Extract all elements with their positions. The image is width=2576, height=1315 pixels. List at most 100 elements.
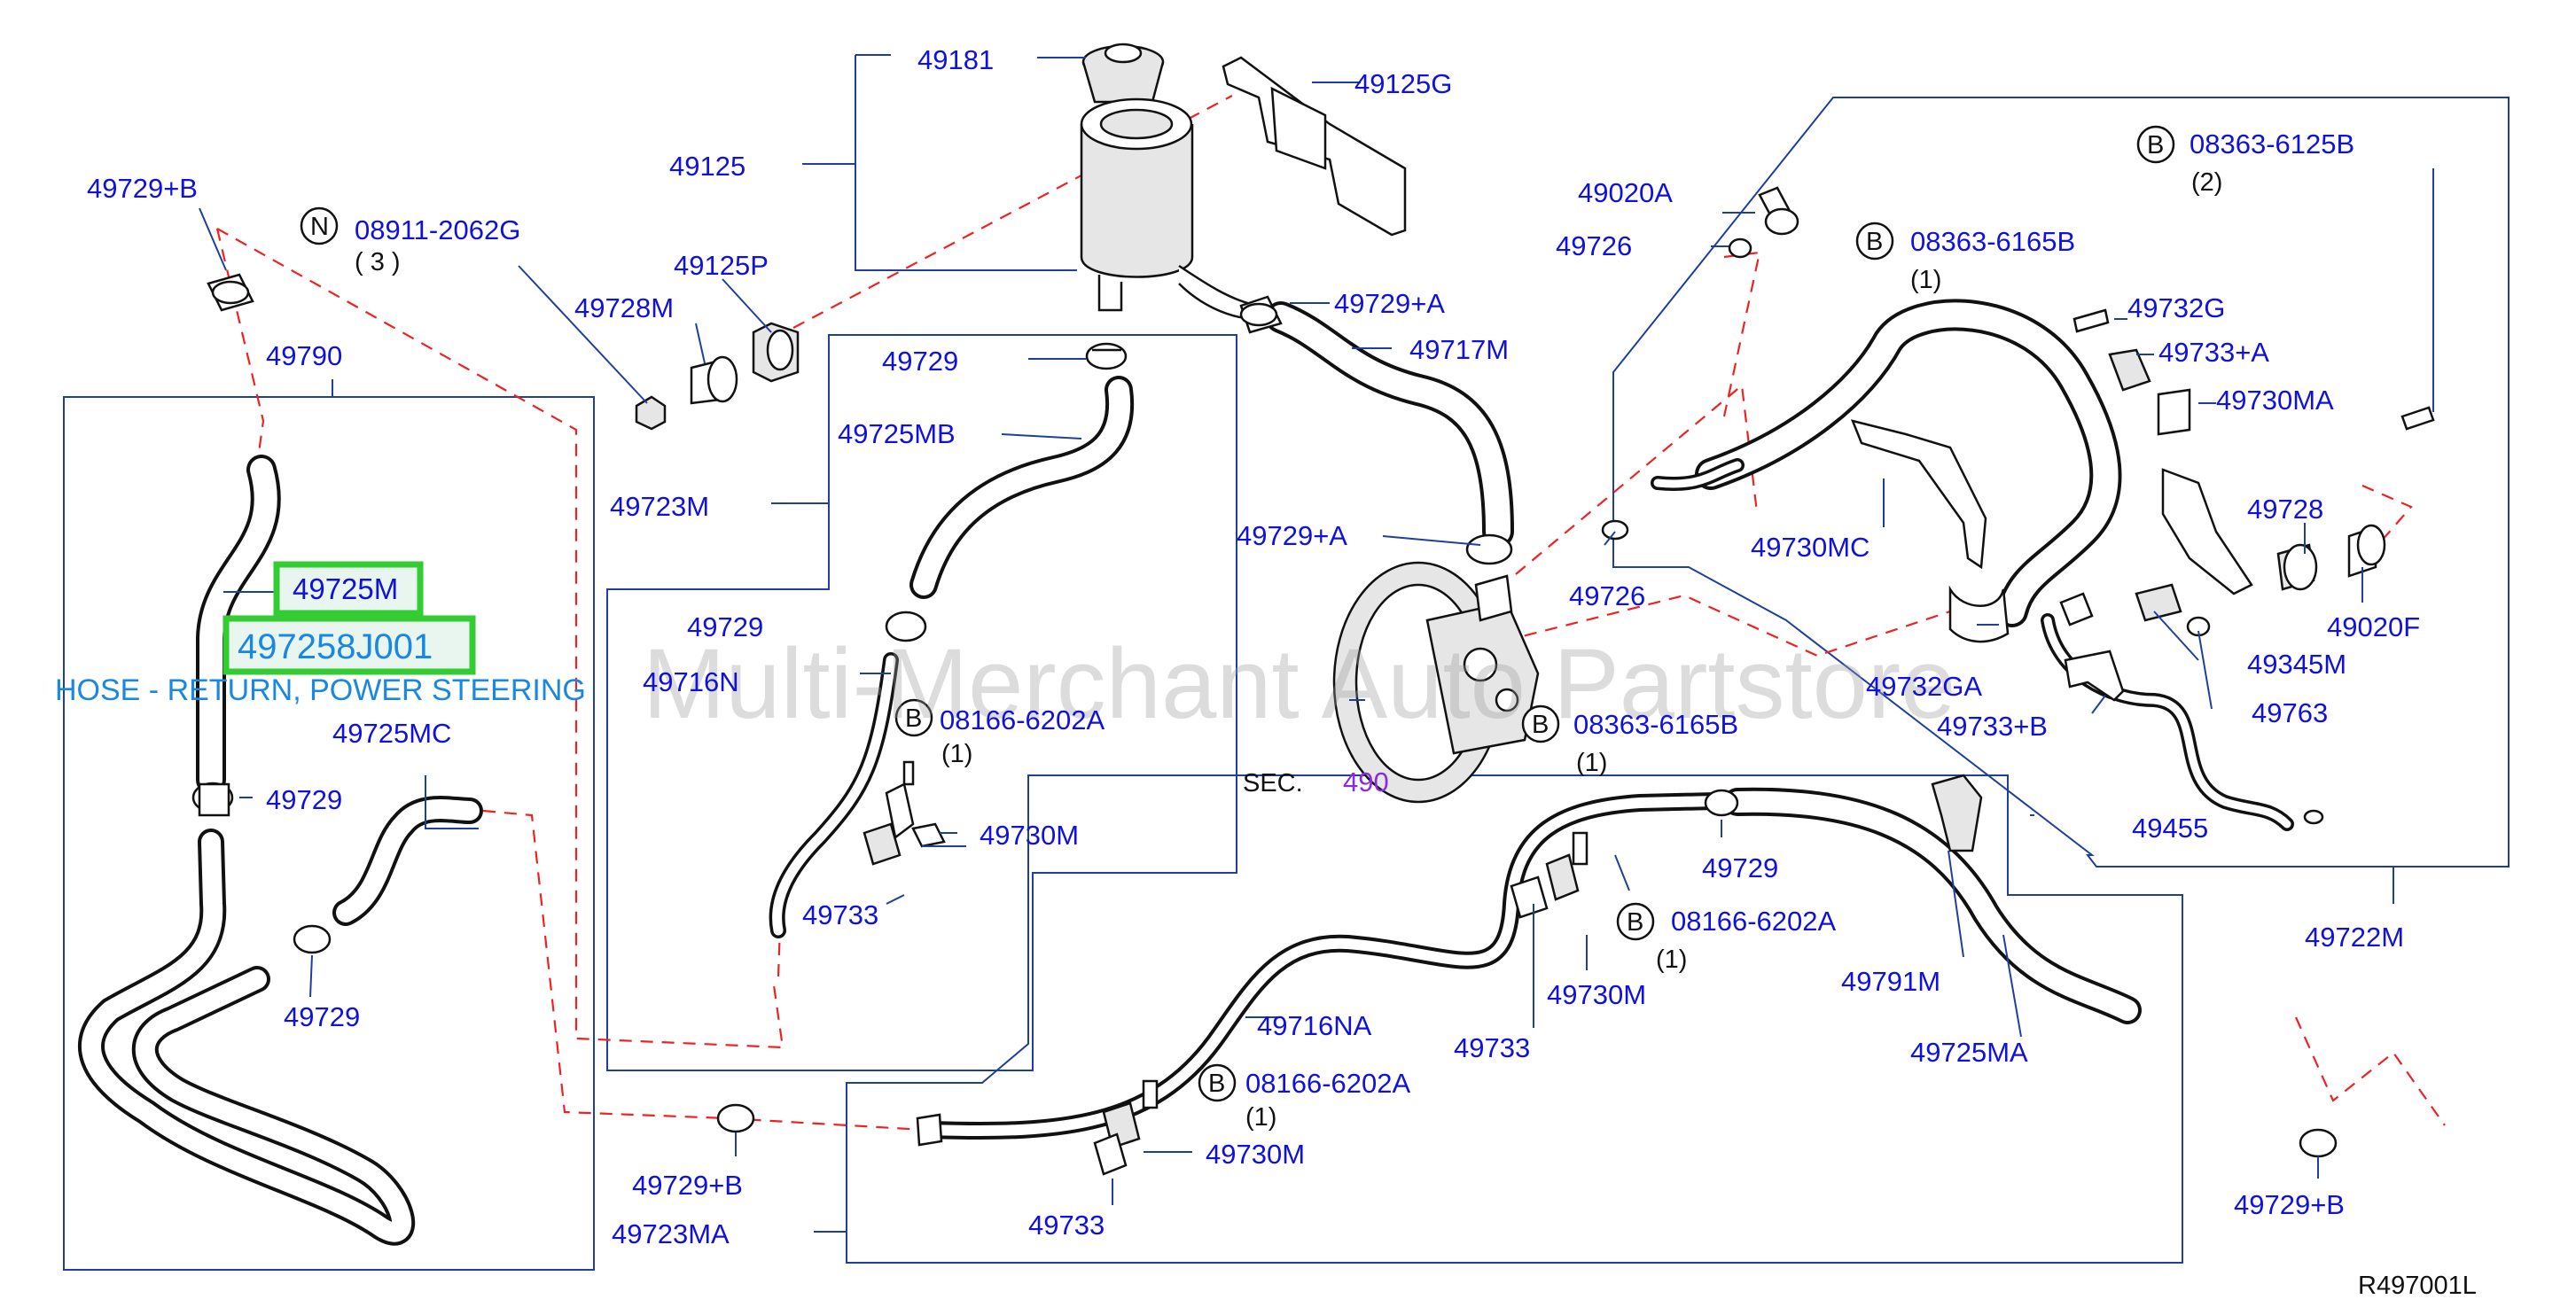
label-49125G: 49125G [1354,68,1452,99]
label-49725MC: 49725MC [332,718,451,749]
label-49729-right: 49729 [1702,852,1778,883]
clamp-49729B-bl [716,1103,755,1133]
clamp-49729-49716N [885,611,927,642]
reservoir-cap [1081,43,1165,104]
label-08166-6202A-1-qty: (1) [941,740,972,768]
hose-end-49716NA [916,1113,943,1147]
b-marker-6165B-top: B [1866,228,1883,256]
collar-49020F [2347,524,2386,578]
label-08166-6202A-3: 08166-6202A [1245,1068,1410,1099]
label-49728M: 49728M [574,292,674,323]
label-08363-6125B-qty: (2) [2191,168,2222,197]
clamp-49729A-top [1239,295,1283,334]
label-description: HOSE - RETURN, POWER STEERING [55,673,586,707]
label-49728: 49728 [2247,494,2323,525]
bolt-b-right [2400,406,2435,431]
label-49716N: 49716N [643,666,739,697]
clip-bolt-group-2 [1510,831,1589,919]
label-49345M: 49345M [2247,649,2346,680]
label-08363-6165B-top: 08363-6165B [1910,226,2075,257]
label-49729A-top: 49729+A [1334,288,1445,319]
bolt-49732G [2073,308,2110,333]
label-49763: 49763 [2252,697,2328,728]
n-marker: N [310,213,329,241]
highlight-boxes [222,561,476,675]
b-marker-6165B-mid: B [1532,711,1549,739]
label-08363-6125B: 08363-6125B [2190,128,2354,160]
clamp-49729B-top [207,273,254,312]
sensor-49345M [2135,583,2182,622]
label-49729B-br: 49729+B [2234,1189,2345,1220]
label-ref-code: R497001L [2358,1272,2477,1300]
grommet-49733B [2059,592,2094,626]
bracket-right [2161,468,2253,595]
marker-circles [300,125,2175,1102]
label-49125: 49125 [669,151,745,182]
label-49455: 49455 [2132,813,2208,844]
label-sec-490: 490 [1343,766,1389,798]
label-sec: SEC. [1243,769,1303,798]
oring-49455 [2303,809,2324,825]
label-49790: 49790 [266,340,342,371]
clamp-49729B-br [2299,1128,2338,1158]
label-08363-6165B-mid-qty: (1) [1576,749,1607,777]
nut-08911 [635,395,667,431]
label-49729B-top: 49729+B [87,173,198,204]
clamp-49729-right [1704,789,1739,817]
part-labels: 49181 49125G 49125 49729+B 08911-2062G (… [55,44,2477,1300]
label-49730M-1: 49730M [980,820,1079,851]
label-49729-l: 49729 [687,611,763,642]
connector-dashes [215,95,2446,1132]
label-49729B-bl: 49729+B [632,1170,743,1201]
label-49181: 49181 [917,44,994,75]
collar-49728 [2276,543,2318,591]
clamp-49729A-pump [1465,533,1513,565]
hoses [77,299,2294,1246]
label-49716NA: 49716NA [1257,1010,1372,1041]
label-49733-1: 49733 [802,899,878,930]
label-49723M: 49723M [610,491,709,522]
label-49729-left2: 49729 [284,1001,360,1032]
label-08166-6202A-3-qty: (1) [1245,1103,1276,1132]
b-marker-6202A-2: B [1627,908,1643,937]
label-49125P: 49125P [674,250,769,281]
clip-bolt-group-1 [863,760,946,866]
collar-49728M [690,355,738,405]
label-49791M: 49791M [1841,966,1940,997]
reservoir [1080,97,1265,321]
label-49020F: 49020F [2327,611,2420,642]
label-08166-6202A-2-qty: (1) [1656,945,1687,974]
label-49729-mid: 49729 [882,346,958,377]
label-49730M-3: 49730M [1206,1139,1305,1170]
washer-49726-top [1728,237,1752,259]
clip-bolt-group-3 [1093,1079,1159,1176]
bushing-49125P [752,322,800,383]
clamp-49729-left2 [293,924,332,954]
label-49717M: 49717M [1409,334,1509,365]
label-49730M-2: 49730M [1547,979,1646,1010]
label-49723MA: 49723MA [612,1218,730,1249]
b-marker-6125B: B [2147,131,2164,160]
label-08166-6202A-2: 08166-6202A [1671,906,1836,937]
label-08911-2062G: 08911-2062G [355,214,520,245]
label-49732GA: 49732GA [1866,671,1982,702]
label-08363-6165B-mid: 08363-6165B [1573,709,1738,740]
bracket-49730MC [1850,419,1987,570]
clamp-49732GA [1948,585,2010,643]
washer-49726-mid [1601,519,1629,541]
clamp-49729-left [191,782,234,817]
label-49726-top: 49726 [1556,230,1632,261]
b-marker-6202A-3: B [1208,1070,1225,1098]
clip-49791M [1931,774,1983,852]
label-08911-qty: ( 3 ) [355,248,401,276]
clamp-49729-mid [1085,342,1128,370]
clip-49733A [2108,348,2151,392]
label-49730MC: 49730MC [1751,532,1870,563]
label-49726-mid: 49726 [1569,580,1645,611]
label-49725MA: 49725MA [1910,1037,2028,1068]
parts [191,43,2435,1176]
b-marker-6202A-1: B [905,704,922,733]
label-49725MB: 49725MB [838,418,956,449]
label-49730MA: 49730MA [2216,385,2334,416]
label-49020A: 49020A [1578,177,1673,208]
